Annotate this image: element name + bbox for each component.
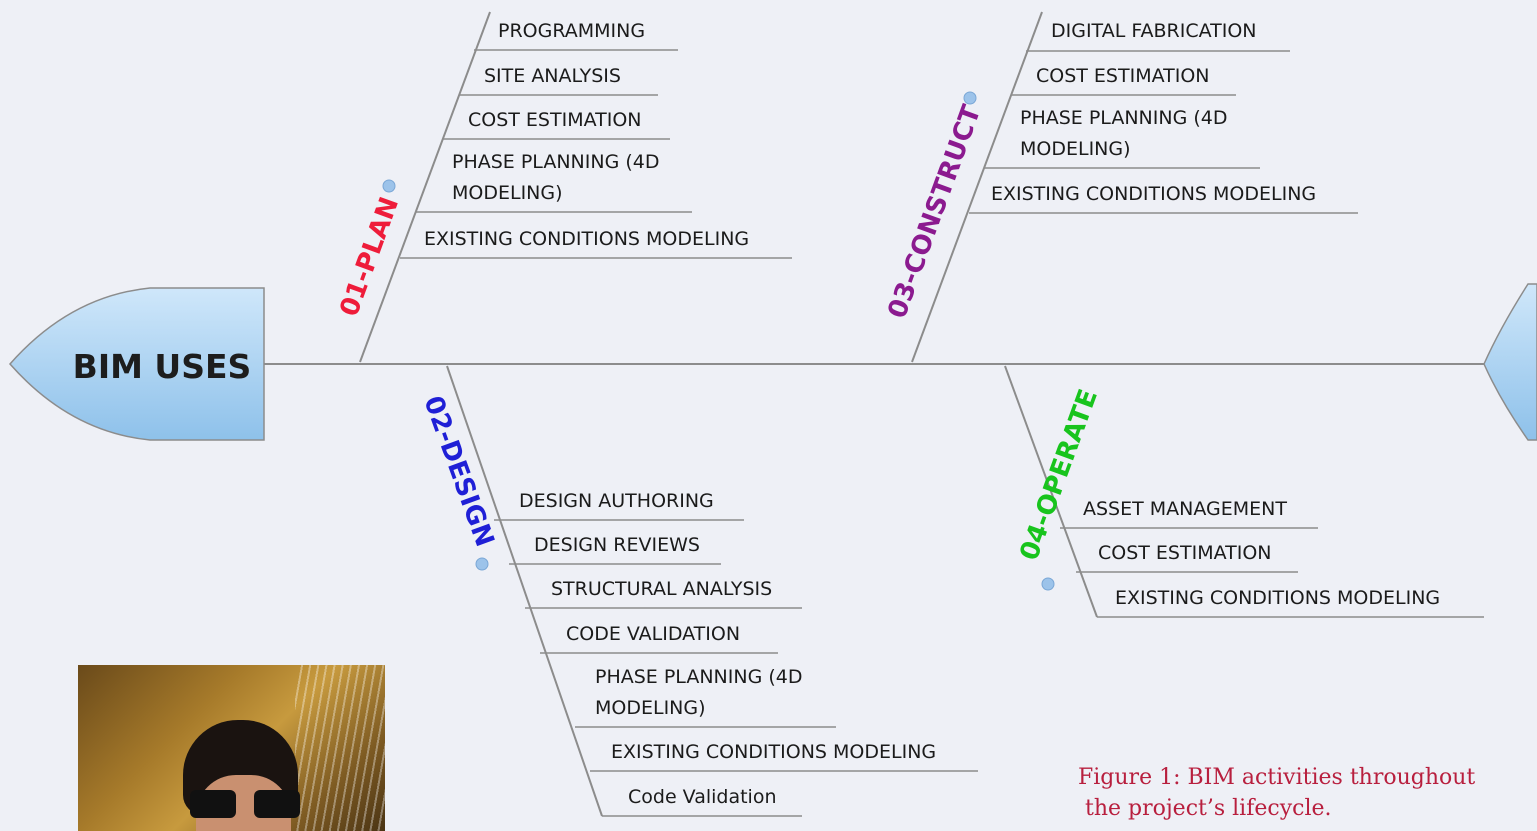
bone-construct [911,11,1043,363]
construct-item-1[interactable]: DIGITAL FABRICATION [1051,20,1257,42]
head-shape [8,287,265,441]
plan-item-3[interactable]: COST ESTIMATION [468,109,642,131]
branch-design: 02-DESIGN DESIGN AUTHORING DESIGN REVIEW… [417,365,978,817]
branch-construct: 03-CONSTRUCT DIGITAL FABRICATION COST ES… [882,11,1358,363]
operate-item-1[interactable]: ASSET MANAGEMENT [1083,498,1287,520]
operate-item-2[interactable]: COST ESTIMATION [1098,542,1272,564]
category-label-construct[interactable]: 03-CONSTRUCT [882,101,987,322]
branch-operate: 04-OPERATE ASSET MANAGEMENT COST ESTIMAT… [1004,365,1484,618]
plan-item-5[interactable]: EXISTING CONDITIONS MODELING [424,228,749,250]
branch-plan: 01-PLAN PROGRAMMING SITE ANALYSIS COST E… [334,11,792,363]
bone-design [446,365,603,817]
portrait-photo [78,665,385,831]
collapse-toggle-construct[interactable] [963,91,977,105]
design-item-6[interactable]: EXISTING CONDITIONS MODELING [611,741,936,763]
collapse-toggle-design[interactable] [475,557,489,571]
category-label-plan[interactable]: 01-PLAN [334,193,405,320]
collapse-toggle-operate[interactable] [1041,577,1055,591]
caption-line-1: Figure 1: BIM activities throughout [1078,765,1476,790]
plan-item-2[interactable]: SITE ANALYSIS [484,65,621,87]
design-item-1[interactable]: DESIGN AUTHORING [519,490,714,512]
operate-item-3[interactable]: EXISTING CONDITIONS MODELING [1115,587,1440,609]
caption-line-2: the project’s lifecycle. [1078,796,1332,821]
head-label: BIM USES [73,347,252,386]
figure-caption: Figure 1: BIM activities throughout the … [1078,762,1475,824]
bone-operate [1004,365,1098,618]
collapse-toggle-plan[interactable] [382,179,396,193]
design-item-4[interactable]: CODE VALIDATION [566,623,740,645]
tail-shape [1483,283,1537,441]
category-label-design[interactable]: 02-DESIGN [417,392,499,551]
bone-plan [359,11,491,363]
plan-item-1[interactable]: PROGRAMMING [498,20,645,42]
category-label-operate[interactable]: 04-OPERATE [1014,385,1104,564]
construct-item-4[interactable]: EXISTING CONDITIONS MODELING [991,183,1316,205]
design-item-3[interactable]: STRUCTURAL ANALYSIS [551,578,772,600]
construct-item-2[interactable]: COST ESTIMATION [1036,65,1210,87]
design-item-2[interactable]: DESIGN REVIEWS [534,534,700,556]
design-item-7[interactable]: Code Validation [628,786,777,808]
